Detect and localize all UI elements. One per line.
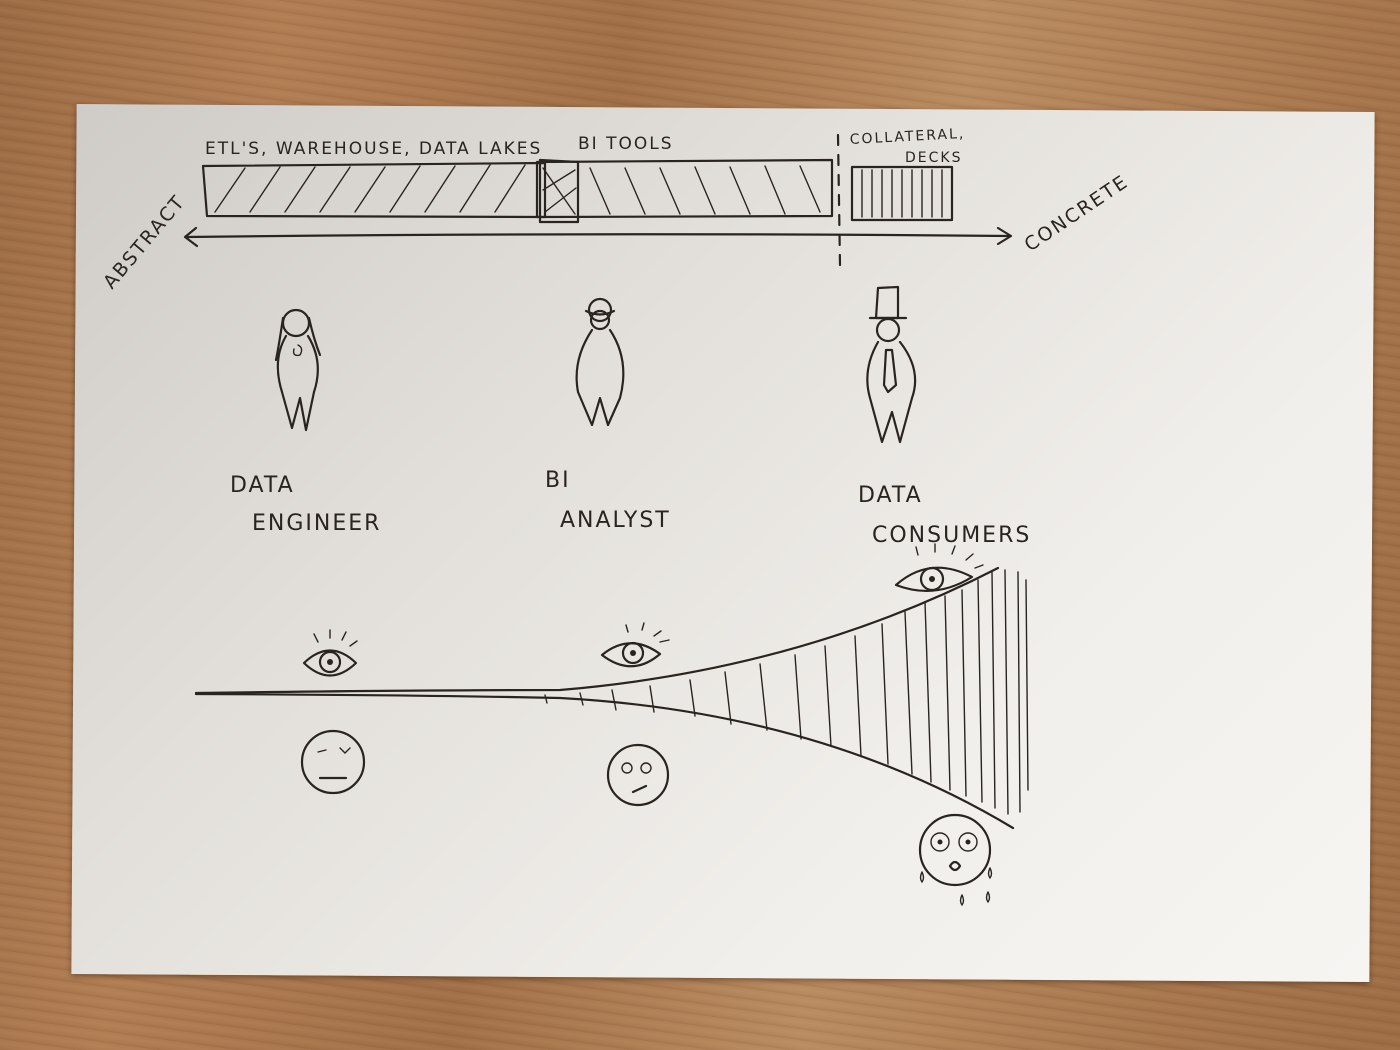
svg-text:ENGINEER: ENGINEER (252, 511, 381, 536)
svg-text:ANALYST: ANALYST (560, 508, 671, 533)
left-arrowhead (183, 226, 199, 248)
eye-icon (302, 629, 358, 677)
bi-tools-bar (535, 158, 834, 224)
etl-bar-hatching (214, 164, 526, 213)
eye-icon (600, 622, 670, 668)
decks-label: DECKS (905, 150, 962, 166)
data-consumers-label: DATA CONSUMERS (858, 483, 1031, 548)
data-consumer-figure (866, 285, 917, 444)
etl-bar (201, 161, 547, 219)
etl-label: ETL'S, WAREHOUSE, DATA LAKES (205, 139, 542, 159)
bi-tools-label: BI TOOLS (578, 134, 674, 154)
svg-text:BI: BI (545, 468, 571, 493)
collateral-bar (850, 165, 954, 222)
collateral-bar-hatching (861, 169, 943, 218)
bi-bar-hatching (542, 165, 821, 215)
eye-icon (894, 543, 984, 593)
svg-text:DATA: DATA (230, 473, 295, 498)
dashed-divider (836, 133, 842, 267)
crying-face-icon (918, 813, 993, 907)
right-arrowhead (996, 226, 1013, 246)
collateral-label: COLLATERAL, (849, 126, 965, 148)
confused-face-icon (606, 743, 670, 807)
abstract-label: ABSTRACT (99, 191, 190, 293)
svg-text:CONSUMERS: CONSUMERS (872, 523, 1031, 548)
funnel-hatching (544, 569, 1029, 815)
necktie (882, 348, 898, 394)
concrete-label: CONCRETE (1020, 171, 1132, 257)
data-engineer-figure (274, 308, 322, 432)
data-engineer-label: DATA ENGINEER (230, 473, 381, 536)
bi-analyst-figure (575, 297, 625, 427)
abstract-concrete-axis (183, 226, 1013, 248)
svg-text:DATA: DATA (858, 483, 923, 508)
complexity-funnel (194, 566, 1029, 830)
neutral-face-icon (300, 729, 366, 795)
bi-analyst-label: BI ANALYST (545, 468, 671, 533)
top-hat (874, 285, 900, 320)
